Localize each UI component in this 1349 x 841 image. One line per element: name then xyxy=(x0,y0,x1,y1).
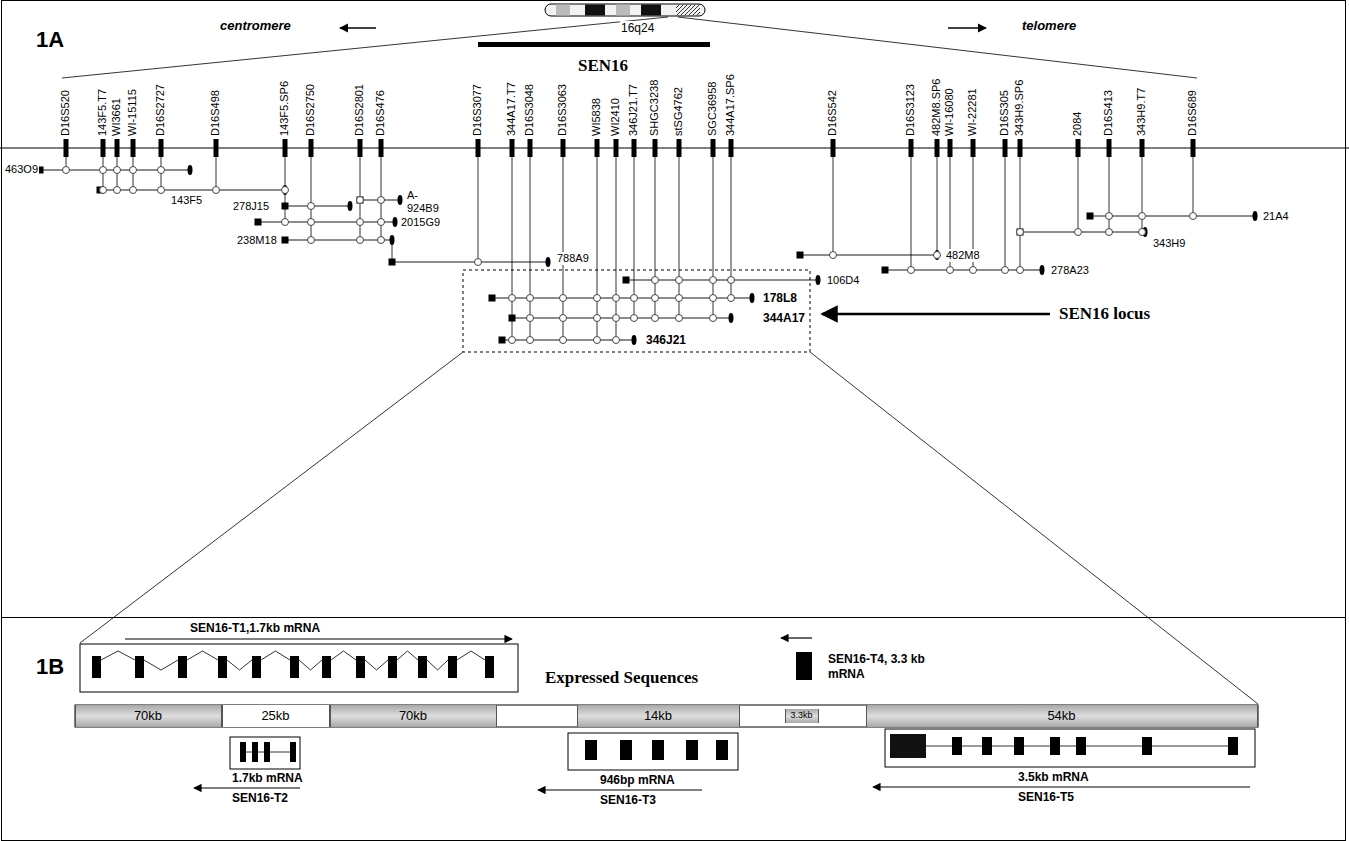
marker-name: 143F5.SP6 xyxy=(278,81,291,136)
marker-name: 343H9.T7 xyxy=(1135,88,1148,136)
marker-name: D16S2801 xyxy=(353,84,366,136)
clone-name: 278J15 xyxy=(232,200,270,213)
genomic-segment: 54kb xyxy=(866,705,1258,727)
marker-name: D16S542 xyxy=(826,90,839,136)
marker-name: SHGC3238 xyxy=(648,80,661,136)
marker-name: D16S305 xyxy=(998,90,1011,136)
clone-name: 343H9 xyxy=(1152,237,1186,250)
marker-name: SGC36958 xyxy=(706,82,719,136)
marker-name: WI5838 xyxy=(590,98,603,136)
marker-name: D16S2750 xyxy=(304,84,317,136)
clone-name: 106D4 xyxy=(826,274,860,287)
marker-name: 344A17.SP6 xyxy=(724,74,737,136)
segment-size: 54kb xyxy=(1047,709,1075,722)
transcript-label: 946bp mRNA SEN16-T3 xyxy=(600,770,690,810)
marker-name: 482M8.SP6 xyxy=(930,79,943,136)
panel-frame: 1B 70kb 25kb 70kb 14kb 3.3kb 54kb xyxy=(1,617,1346,841)
transcript-label: SEN16-T4, 3.3 kb mRNA xyxy=(828,652,928,682)
genomic-segment: 70kb xyxy=(330,705,497,727)
genomic-segment: 25kb xyxy=(222,705,330,727)
marker-name: WI2410 xyxy=(609,98,622,136)
marker-name: 143F5.T7 xyxy=(96,89,109,136)
clone-name: 344A17 xyxy=(762,311,806,325)
genomic-bar xyxy=(75,705,1258,727)
marker-name: 346J21.T7 xyxy=(627,84,640,136)
zoom-lines xyxy=(62,17,1258,704)
genomic-segment: 3.3kb xyxy=(785,709,819,723)
band-name: 16q24 xyxy=(620,21,655,35)
exon xyxy=(796,652,812,680)
marker-name: D16S3077 xyxy=(471,84,484,136)
genomic-segment: 70kb xyxy=(75,705,222,727)
marker-name: WI-22281 xyxy=(966,88,979,136)
marker-name: D16S2727 xyxy=(154,84,167,136)
genomic-segment: 14kb xyxy=(577,705,740,727)
clone-name: 178L8 xyxy=(762,291,798,305)
panel-label: 1A xyxy=(36,27,64,53)
marker-name: D16S3048 xyxy=(523,84,536,136)
direction-label: centromere xyxy=(220,18,291,34)
clone-name: 482M8 xyxy=(945,249,981,262)
locus-box xyxy=(463,270,810,352)
marker-name: D16S413 xyxy=(1102,90,1115,136)
panel-label: 1B xyxy=(36,654,64,680)
marker-name: stSG4762 xyxy=(672,87,685,136)
marker-name: 343H9.SP6 xyxy=(1013,80,1026,136)
clone-name: 238M18 xyxy=(236,234,278,247)
clone-name: 2015G9 xyxy=(400,216,441,229)
segment-size: 25kb xyxy=(261,709,289,722)
clone-name: 278A23 xyxy=(1050,264,1090,277)
chromosome-ideogram xyxy=(545,4,705,16)
sen16-bar xyxy=(478,42,710,47)
locus-callout: SEN16 locus xyxy=(1058,304,1151,324)
clone-name: 463O9 xyxy=(4,163,39,176)
segment-size: 70kb xyxy=(399,709,427,722)
marker-name: D16S3063 xyxy=(556,84,569,136)
marker-name: 2084 xyxy=(1071,112,1084,136)
segment-size: 14kb xyxy=(644,709,672,722)
clone-name: 21A4 xyxy=(1262,210,1290,223)
marker-name: D16S498 xyxy=(209,90,222,136)
transcript-label: 3.5kb mRNA SEN16-T5 xyxy=(1018,767,1108,807)
marker-name: 344A17.T7 xyxy=(505,82,518,136)
clone-map xyxy=(37,139,1258,345)
clone-name: 143F5 xyxy=(170,194,203,207)
segment-size: 3.3kb xyxy=(790,711,812,720)
segment-size: 70kb xyxy=(134,709,162,722)
direction-arrows xyxy=(340,28,1050,314)
marker-name: WI3661 xyxy=(110,98,123,136)
marker-name: WI-15115 xyxy=(126,89,139,136)
direction-label: telomere xyxy=(1022,18,1076,34)
section-heading: Expressed Sequences xyxy=(545,668,698,688)
marker-axis xyxy=(0,147,1349,148)
marker-name: D16S476 xyxy=(374,90,387,136)
marker-name: D16S3123 xyxy=(904,84,917,136)
marker-name: D16S689 xyxy=(1186,90,1199,136)
clone-name: 346J21 xyxy=(645,333,687,347)
transcript-label: SEN16-T1,1.7kb mRNA xyxy=(190,621,320,636)
locus-name: SEN16 xyxy=(578,56,628,76)
clone-name: A- 924B9 xyxy=(406,189,442,215)
transcript-label: 1.7kb mRNA SEN16-T2 xyxy=(232,768,322,808)
marker-name: D16S520 xyxy=(59,90,72,136)
marker-name: WI-16080 xyxy=(943,88,956,136)
clone-name: 788A9 xyxy=(556,252,590,265)
